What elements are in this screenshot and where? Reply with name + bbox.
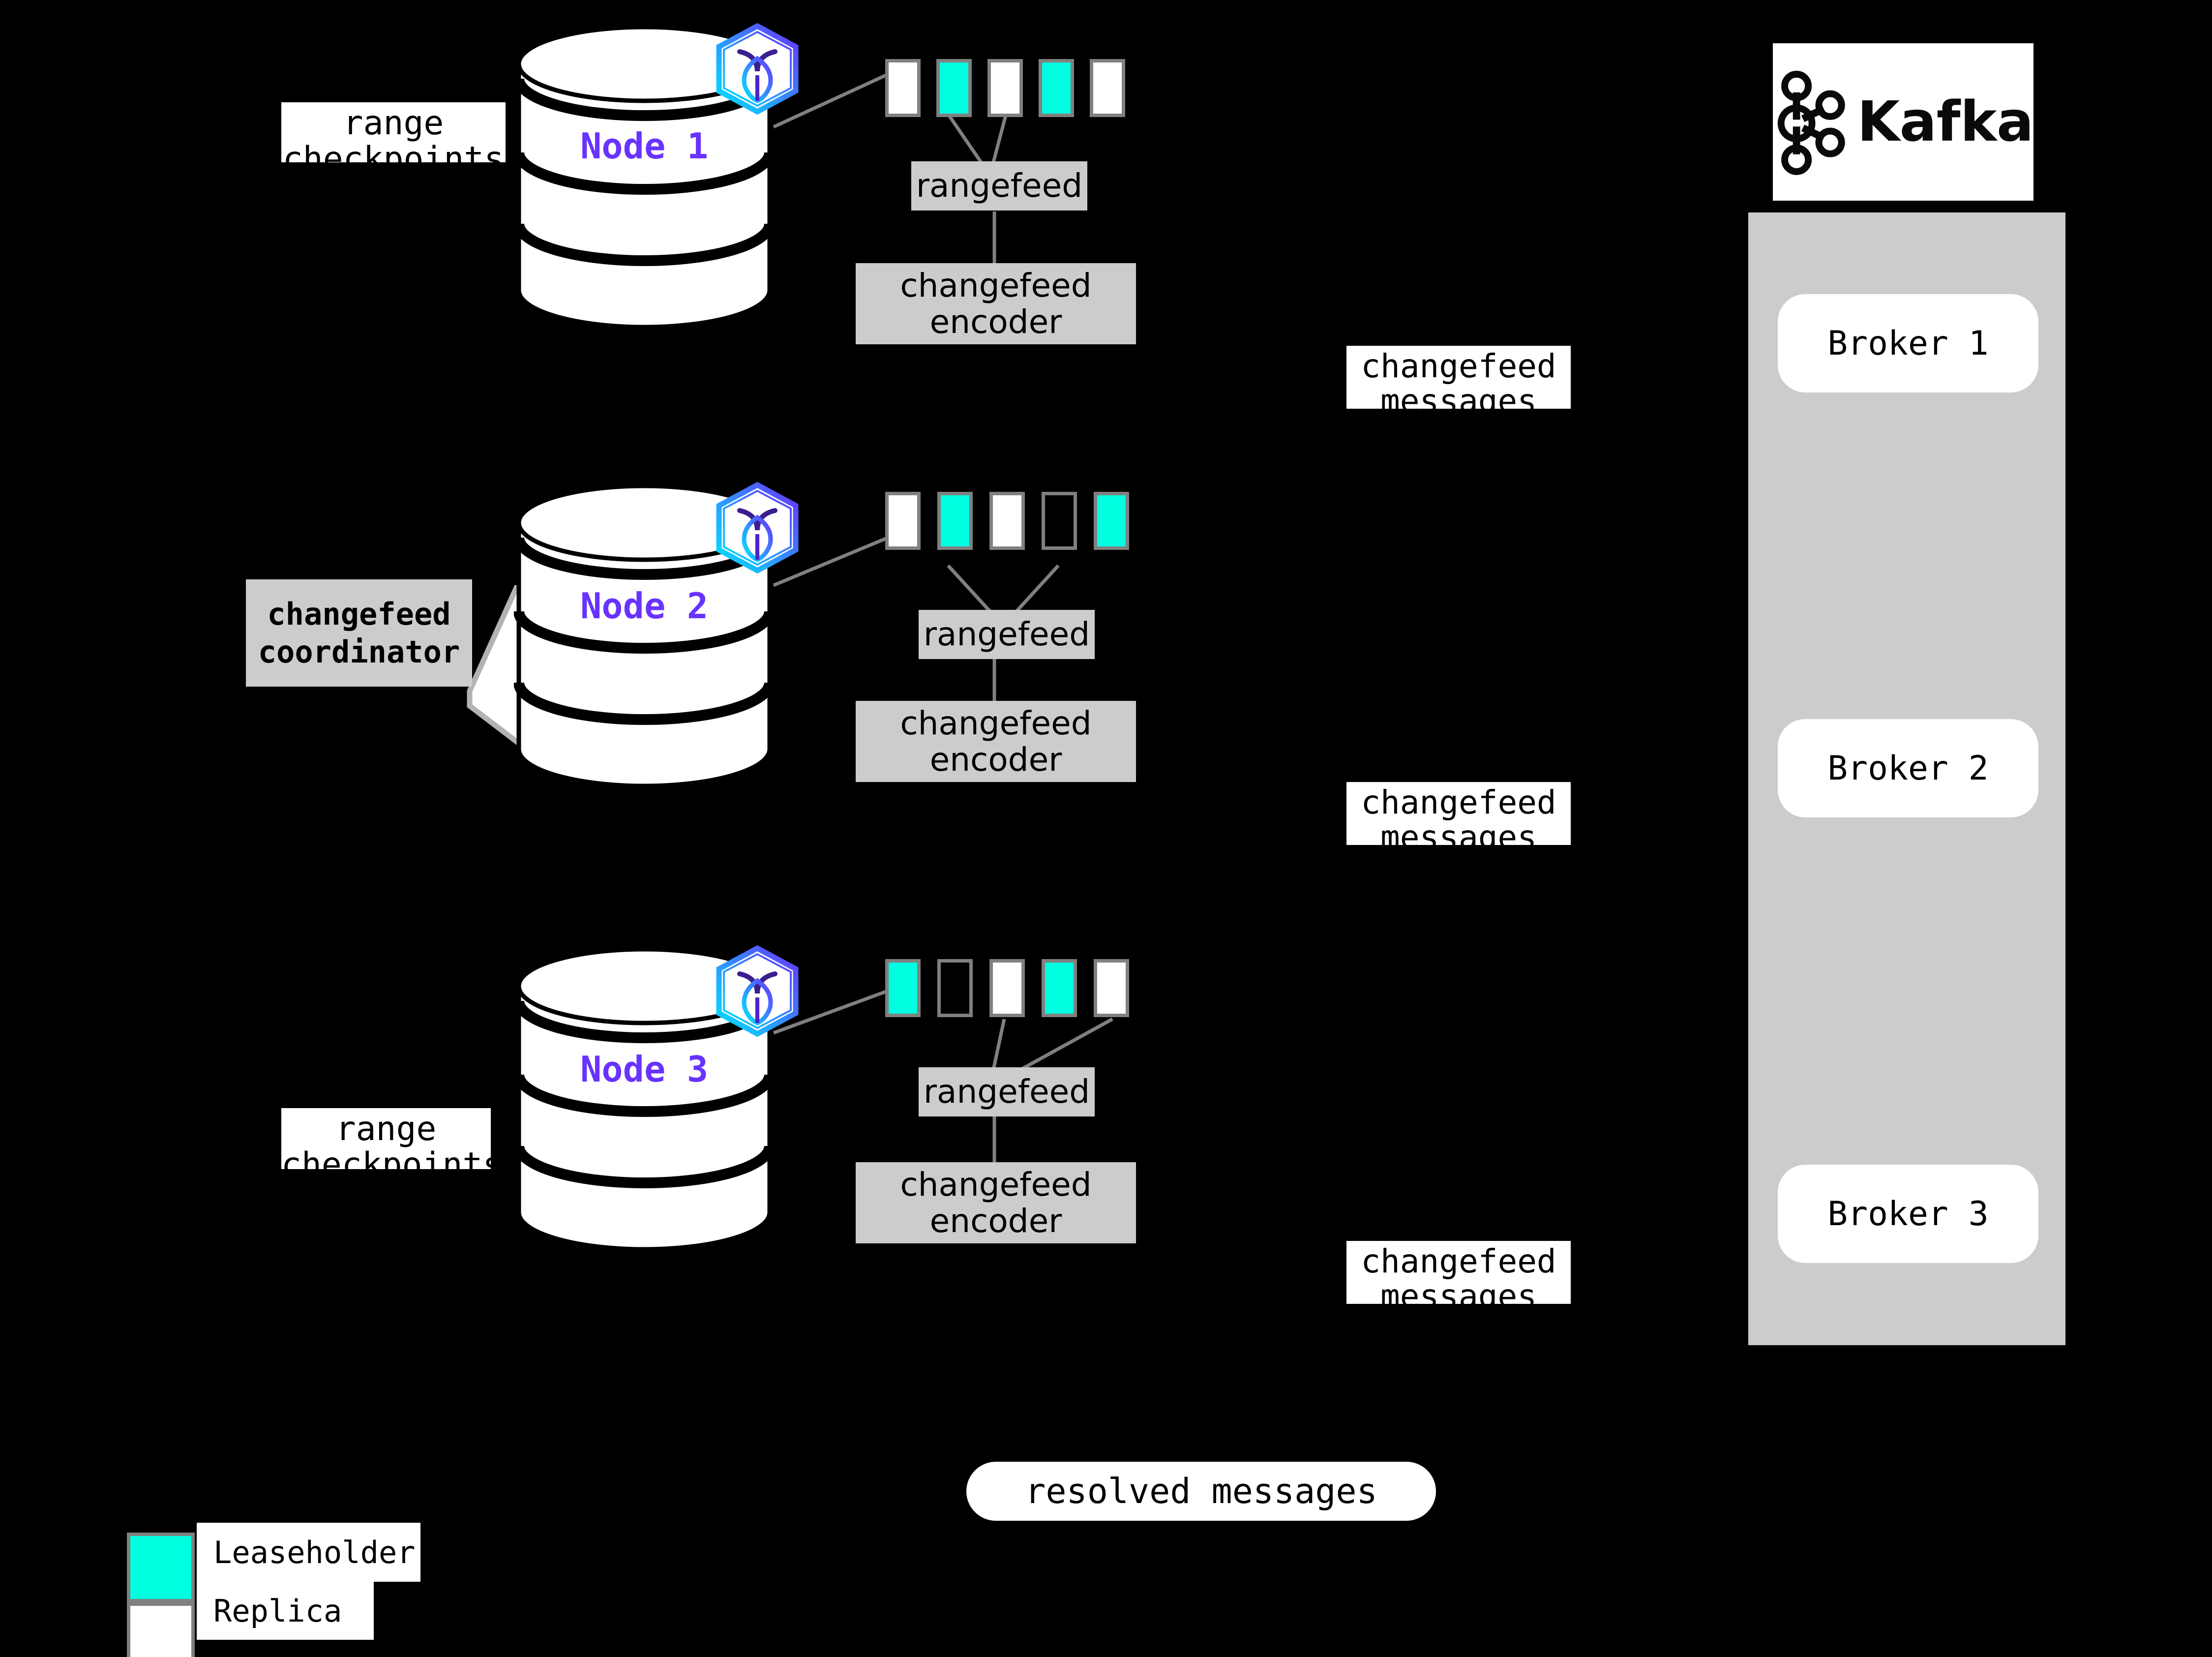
changefeed-messages-line-1: changefeed [1361,1242,1556,1280]
range-checkpoints-line-2: checkpoints [282,140,505,162]
range-cell-leaseholder[interactable] [1094,492,1129,550]
range-cell-replica[interactable] [1090,59,1125,117]
kafka-wordmark: Kafka [1857,90,2033,154]
legend-swatch-replica [127,1602,195,1657]
legend: Leaseholder Replica [113,1514,420,1657]
changefeed-messages-line-1: changefeed [1361,783,1556,821]
broker-2-node[interactable]: Broker 2 [1778,719,2038,817]
changefeed-messages-line-2: messages [1380,818,1537,845]
broker-3-node[interactable]: Broker 3 [1778,1165,2038,1263]
range-cell-replica[interactable] [885,59,921,117]
broker-1-node[interactable]: Broker 1 [1778,294,2038,392]
node-1-range-row [885,59,1141,123]
range-checkpoints-label-node-1: range checkpoints [281,102,506,162]
legend-swatch-leaseholder [127,1533,195,1602]
cockroachdb-hexagon-icon [716,945,799,1037]
changefeed-coordinator-box[interactable]: changefeed coordinator [246,579,472,687]
changefeed-messages-line-2: messages [1380,1277,1537,1304]
node-2-label: Node 2 [580,585,709,627]
coordinator-line-2: coordinator [258,634,460,670]
node-1-changefeed-messages-label: changefeed messages [1346,346,1571,409]
rangefeed-label: rangefeed [916,167,1083,205]
node-2-changefeed-messages-label: changefeed messages [1346,782,1571,845]
node-3-changefeed-messages-label: changefeed messages [1346,1241,1571,1304]
coordinator-line-1: changefeed [267,596,451,632]
range-checkpoints-label-node-3: range checkpoints [281,1108,491,1169]
range-checkpoints-line-2: checkpoints [281,1145,491,1169]
range-cell-empty[interactable] [937,959,973,1017]
range-cell-leaseholder[interactable] [936,59,972,117]
changefeed-messages-line-2: messages [1380,382,1537,409]
encoder-line-2: encoder [929,1202,1062,1240]
node-2-changefeed-encoder-box[interactable]: changefeed encoder [856,701,1136,782]
node-3-changefeed-encoder-box[interactable]: changefeed encoder [856,1162,1136,1243]
range-cell-replica[interactable] [989,492,1025,550]
range-cell-replica[interactable] [885,492,921,550]
kafka-logo-card: Kafka [1773,43,2033,201]
node-1-database-cylinder [514,27,775,327]
node-2-rangefeed-box[interactable]: rangefeed [919,610,1095,659]
encoder-line-1: changefeed [900,704,1092,742]
cockroachdb-hexagon-icon [716,482,799,574]
legend-label-leaseholder: Leaseholder [197,1523,420,1582]
encoder-line-2: encoder [929,302,1062,341]
changefeed-messages-line-1: changefeed [1361,347,1556,385]
range-checkpoints-line-1: range [335,1110,437,1148]
legend-label-replica: Replica [197,1582,374,1640]
node-1-label: Node 1 [580,125,709,167]
node-2-range-row [885,492,1146,556]
encoder-line-1: changefeed [900,266,1092,304]
kafka-logo-icon [1777,70,1845,175]
encoder-line-1: changefeed [900,1165,1092,1204]
range-cell-replica[interactable] [1094,959,1129,1017]
resolved-messages-pill[interactable]: resolved messages [966,1462,1436,1521]
range-cell-leaseholder[interactable] [937,492,973,550]
node-3-rangefeed-box[interactable]: rangefeed [919,1067,1095,1116]
range-cell-leaseholder[interactable] [1042,959,1077,1017]
node-1-rangefeed-box[interactable]: rangefeed [911,161,1087,211]
range-cell-replica[interactable] [987,59,1023,117]
rangefeed-label: rangefeed [923,615,1090,654]
node-1-changefeed-encoder-box[interactable]: changefeed encoder [856,263,1136,344]
arrow-into-broker-1-icon [2075,308,2090,322]
range-cell-leaseholder[interactable] [885,959,921,1017]
range-cell-replica[interactable] [989,959,1025,1017]
encoder-line-2: encoder [929,740,1062,779]
arrow-into-broker-2-icon [2075,731,2090,745]
cockroachdb-hexagon-icon [716,23,799,115]
range-cell-empty[interactable] [1042,492,1077,550]
arrow-into-broker-3-icon [2075,1178,2090,1192]
range-cell-leaseholder[interactable] [1039,59,1074,117]
range-checkpoints-line-1: range [343,104,444,143]
node-3-range-row [885,959,1146,1023]
rangefeed-label: rangefeed [923,1073,1090,1111]
node-3-label: Node 3 [580,1049,709,1090]
